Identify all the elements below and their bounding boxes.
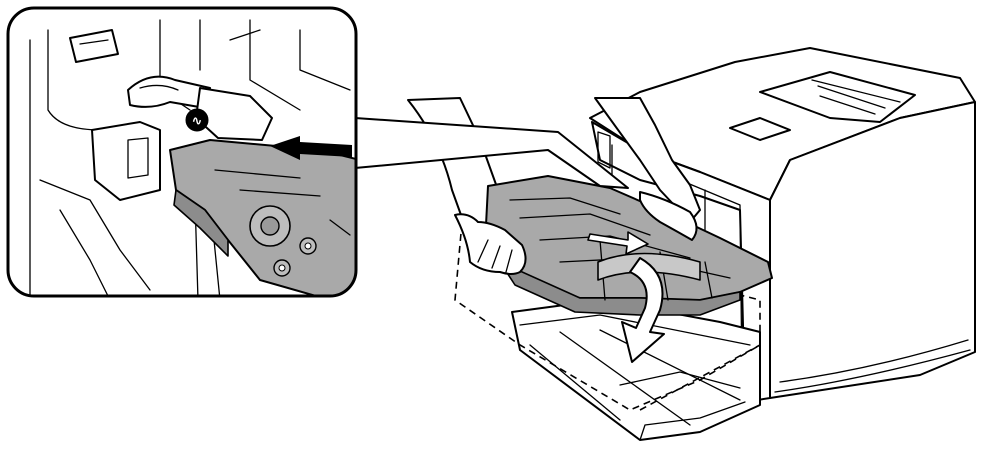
lower-drum-arrow — [621, 257, 665, 363]
callout-detail: ∿ — [6, 6, 358, 298]
hands-and-drum — [407, 97, 773, 363]
callout-frame — [6, 6, 358, 298]
left-hand-fingers — [454, 213, 527, 275]
callout-slot — [69, 29, 119, 63]
tilde-circle-icon — [185, 108, 209, 132]
right-hand-fingers — [639, 191, 698, 241]
callout-marker-glyph: ∿ — [192, 114, 203, 129]
top-cover-button — [729, 117, 791, 141]
callout-bracket — [91, 121, 161, 201]
drum-slide-arrow — [587, 231, 649, 255]
output-tray — [759, 71, 916, 123]
callout-push-arrow — [270, 136, 352, 160]
right-hand — [594, 97, 701, 223]
callout-marker: ∿ — [185, 108, 209, 132]
printer-illustration — [454, 47, 976, 441]
